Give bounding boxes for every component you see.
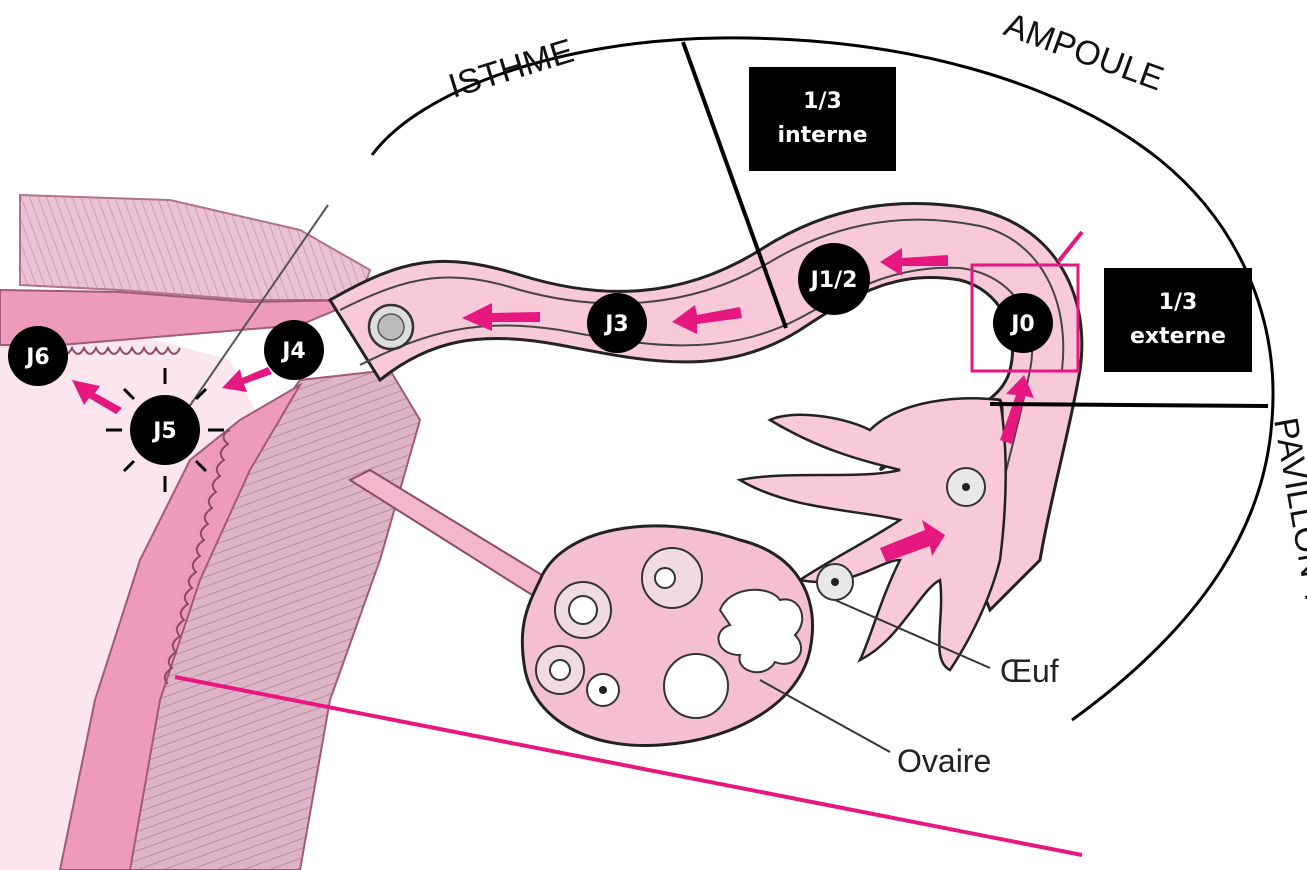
corpus-albicans: [664, 654, 728, 718]
day-label-j3: J3: [603, 312, 629, 337]
third-interne-box: 1/3 interne: [749, 67, 896, 171]
pointer-line-top: [1058, 232, 1082, 262]
day-label-j5: J5: [151, 419, 177, 444]
third-externe-box: 1/3 externe: [1104, 268, 1252, 372]
day-label-j0: J0: [1009, 312, 1035, 337]
third-interne-label: interne: [749, 119, 896, 153]
third-externe-label: externe: [1104, 320, 1252, 354]
ovaire-leader: [760, 680, 890, 752]
day-label-j6: J6: [24, 345, 50, 370]
day-label-j1-2: J1/2: [809, 268, 858, 293]
third-externe-fraction: 1/3: [1104, 286, 1252, 320]
ampoule-pavillon-divider: [990, 404, 1268, 406]
label-oeuf: Œuf: [1000, 653, 1059, 689]
uterine-wall-top: [20, 195, 370, 300]
day-label-j4: J4: [280, 339, 306, 364]
label-ovaire: Ovaire: [897, 743, 991, 779]
third-interne-fraction: 1/3: [749, 85, 896, 119]
label-pavillon-tubaire: PAVILLON TUBAIRE: [1266, 415, 1307, 734]
label-isthme: ISTHME: [444, 32, 578, 106]
